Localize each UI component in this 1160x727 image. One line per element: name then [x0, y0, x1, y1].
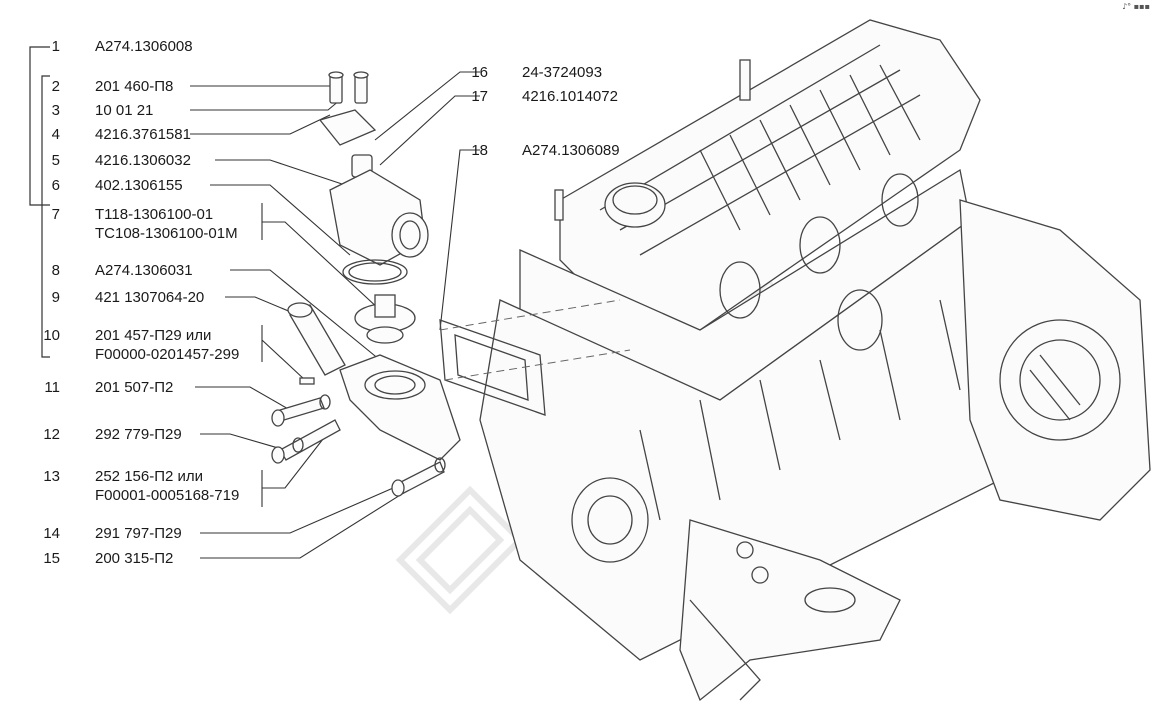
bracket-group-1	[29, 46, 50, 358]
callout-code-2: 201 460-П8	[95, 78, 174, 95]
callout-code-14: 291 797-П29	[95, 525, 182, 542]
callout-number-9: 9	[51, 289, 60, 306]
leader-lines	[190, 71, 480, 559]
assembly-axis-lines	[439, 299, 631, 381]
callout-number-5: 5	[51, 152, 60, 169]
callout-number-13: 13	[43, 468, 60, 485]
callout-number-18: 18	[471, 142, 488, 159]
callout-number-14: 14	[43, 525, 60, 542]
callout-code-12: 292 779-П29	[95, 426, 182, 443]
callout-number-4: 4	[51, 126, 60, 143]
engine-block-drawing	[479, 19, 1151, 702]
corner-mark: ♪° ▪▪▪	[1122, 2, 1150, 11]
callout-number-3: 3	[51, 102, 60, 119]
callout-code-11: 201 507-П2	[95, 379, 174, 396]
callout-code-18: А274.1306089	[522, 142, 620, 159]
callout-code-5: 4216.1306032	[95, 152, 191, 169]
callout-number-10: 10	[43, 327, 60, 344]
callout-code-6: 402.1306155	[95, 177, 183, 194]
callout-number-17: 17	[471, 88, 488, 105]
callout-code-alt-13: F00001-0005168-719	[95, 487, 240, 504]
callout-number-6: 6	[51, 177, 60, 194]
callout-code-alt-10: F00000-0201457-299	[95, 346, 240, 363]
callout-code-1: А274.1306008	[95, 38, 193, 55]
callout-code-16: 24-3724093	[522, 64, 603, 81]
callout-number-2: 2	[51, 78, 60, 95]
callout-code-alt-7: ТС108-1306100-01М	[95, 225, 238, 242]
callout-code-9: 421 1307064-20	[95, 289, 205, 306]
callout-code-17: 4216.1014072	[522, 88, 618, 105]
callout-code-4: 4216.3761581	[95, 126, 191, 143]
callout-number-12: 12	[43, 426, 60, 443]
callout-number-11: 11	[44, 379, 60, 396]
callout-code-10: 201 457-П29 или	[95, 327, 212, 344]
exploded-parts	[271, 71, 546, 497]
callout-code-3: 10 01 21	[95, 102, 154, 119]
callout-code-15: 200 315-П2	[95, 550, 174, 567]
callout-number-1: 1	[51, 38, 60, 55]
callout-code-8: А274.1306031	[95, 262, 193, 279]
callout-code-7: Т118-1306100-01	[95, 206, 214, 223]
callout-number-7: 7	[51, 206, 60, 223]
callout-number-8: 8	[51, 262, 60, 279]
callout-number-16: 16	[471, 64, 488, 81]
callout-code-13: 252 156-П2 или	[95, 468, 204, 485]
callout-number-15: 15	[43, 550, 60, 567]
